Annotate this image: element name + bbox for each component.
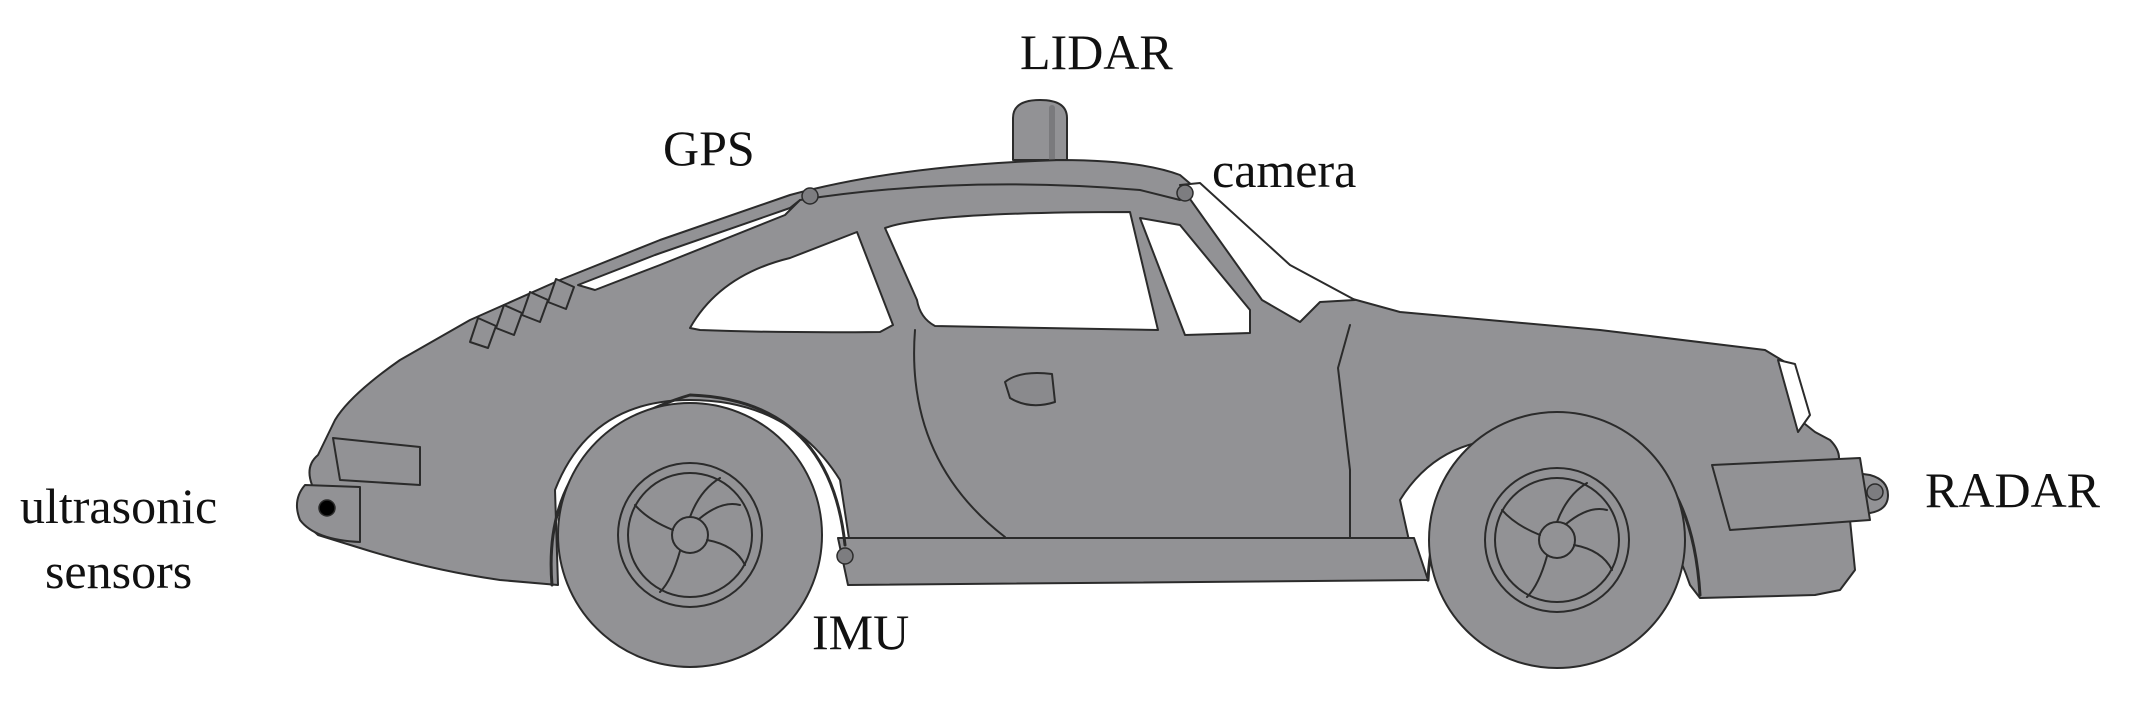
lidar-label: LIDAR: [1020, 27, 1173, 77]
imu-sensor: [837, 548, 853, 564]
ultrasonic-sensors-label: ultrasonic sensors: [20, 474, 217, 604]
gps-sensor: [802, 188, 818, 204]
door-handle: [1005, 373, 1055, 405]
imu-label: IMU: [812, 607, 909, 657]
front-wheel: [1429, 412, 1685, 668]
rear-bumper: [333, 438, 420, 485]
lidar-unit: [1013, 100, 1067, 160]
radar-sensor: [1867, 484, 1883, 500]
front-bumper: [1712, 458, 1870, 530]
gps-label: GPS: [663, 123, 755, 173]
camera-sensor: [1177, 185, 1193, 201]
sill: [838, 538, 1428, 585]
ultrasonic-label-line1: ultrasonic: [20, 474, 217, 539]
door-window: [885, 212, 1158, 330]
ultrasonic-label-line2: sensors: [20, 539, 217, 604]
ultrasonic-sensor: [319, 500, 335, 516]
rear-wheel: [558, 403, 822, 667]
camera-label: camera: [1212, 145, 1356, 195]
radar-label: RADAR: [1925, 465, 2100, 515]
